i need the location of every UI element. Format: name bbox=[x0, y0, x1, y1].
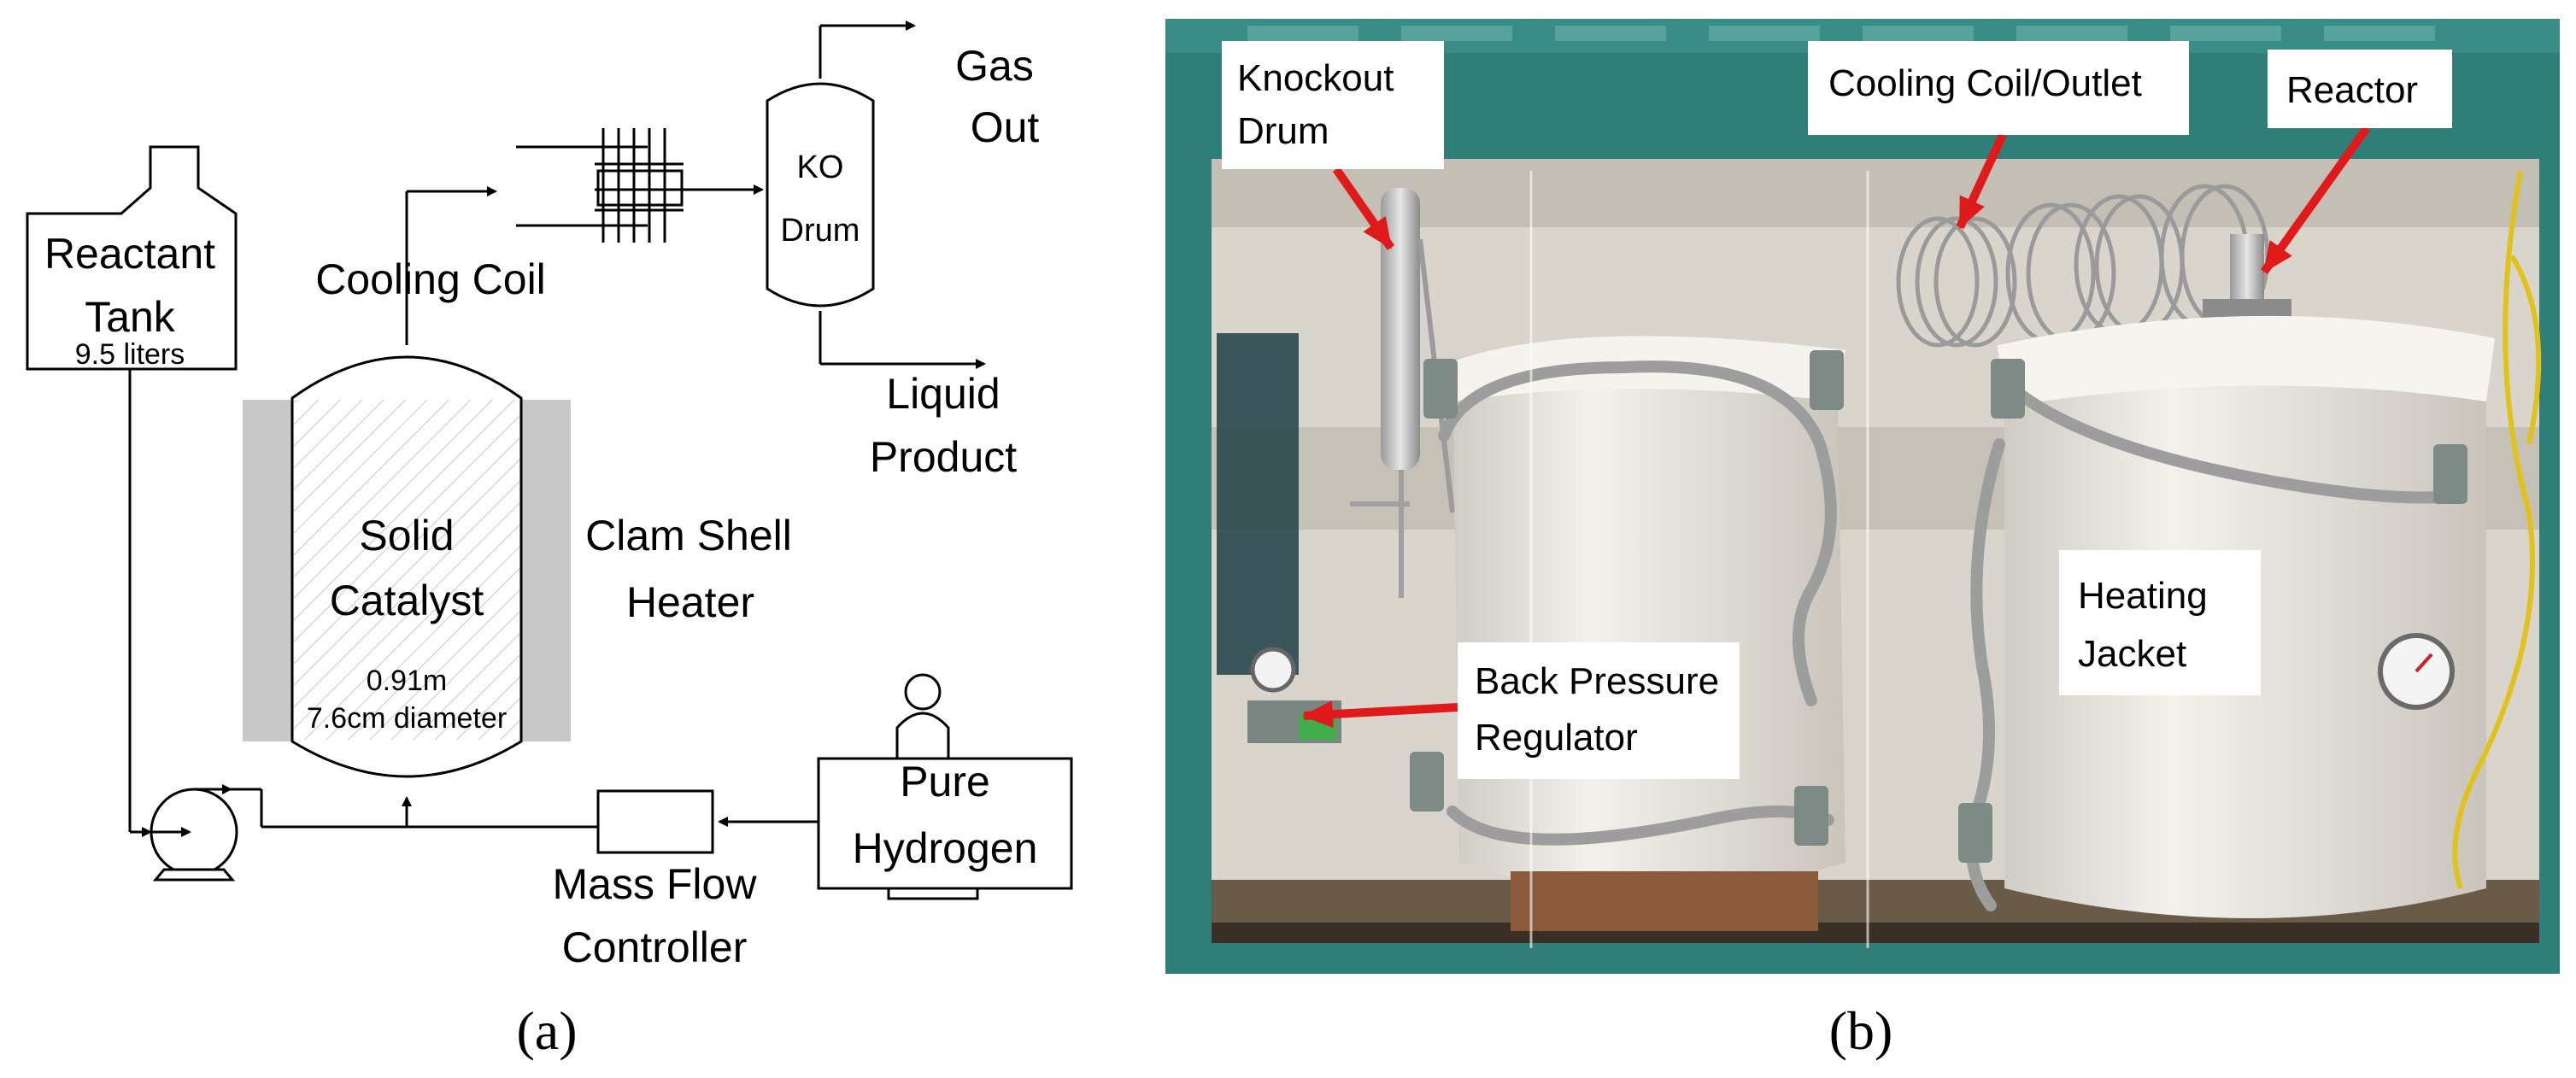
cooling-coil-icon bbox=[516, 128, 684, 243]
liquid-product-label-2: Product bbox=[870, 433, 1017, 481]
knockout-label-2: Drum bbox=[1237, 110, 1329, 152]
reactant-tank-volume: 9.5 liters bbox=[75, 338, 185, 371]
cooling-outlet-label: Cooling Coil/Outlet bbox=[1828, 62, 2142, 104]
reactor-photo-label: Reactor bbox=[2286, 69, 2418, 111]
heater-left-block bbox=[243, 400, 292, 741]
knockout-label-1: Knockout bbox=[1237, 57, 1394, 99]
reactor-label-box bbox=[2268, 50, 2452, 128]
ko-drum-label-1: KO bbox=[797, 149, 844, 185]
heating-jacket-label-2: Jacket bbox=[2078, 633, 2186, 675]
knockout-label-box bbox=[1222, 41, 1444, 169]
back-pressure-arrow bbox=[1302, 700, 1458, 729]
hydrogen-label-1: Pure bbox=[900, 758, 990, 806]
reactant-tank-label-1: Reactant bbox=[44, 230, 215, 278]
heating-jacket-label-box bbox=[2059, 550, 2261, 695]
reactor-diameter: 7.6cm diameter bbox=[307, 702, 507, 735]
reactor-label-1: Solid bbox=[359, 512, 454, 560]
back-pressure-label-2: Regulator bbox=[1475, 717, 1638, 759]
reactant-tank-shape bbox=[26, 145, 238, 371]
heater-right-block bbox=[521, 400, 571, 741]
caption-b: (b) bbox=[1829, 1000, 1893, 1061]
reactor-length: 0.91m bbox=[367, 665, 448, 697]
pump-icon bbox=[145, 784, 238, 882]
cooling-outlet-arrow bbox=[1956, 132, 2007, 230]
left-insulated-vessel bbox=[1446, 336, 1845, 931]
heater-label-2: Heater bbox=[626, 578, 754, 626]
knockout-arrow bbox=[1332, 167, 1395, 250]
back-pressure-label-1: Back Pressure bbox=[1475, 660, 1719, 702]
liquid-product-label-1: Liquid bbox=[886, 370, 1000, 418]
mass-flow-label-2: Controller bbox=[562, 923, 748, 971]
cooling-coil-label: Cooling Coil bbox=[315, 255, 546, 303]
ko-drum-shape bbox=[766, 82, 875, 308]
hydrogen-label-2: Hydrogen bbox=[853, 824, 1038, 872]
caption-a: (a) bbox=[516, 1000, 577, 1061]
ko-drum-label-2: Drum bbox=[781, 213, 860, 249]
gas-out-label-2: Out bbox=[971, 103, 1040, 151]
heater-label-1: Clam Shell bbox=[585, 512, 792, 560]
hydrogen-cylinder-icon bbox=[817, 673, 1073, 900]
gas-out-label-1: Gas bbox=[955, 42, 1034, 90]
panel-b-arrows bbox=[1302, 126, 2371, 729]
panel-a-schematic bbox=[26, 21, 1073, 900]
pressure-gauge-right bbox=[2378, 633, 2455, 710]
mass-flow-controller-box bbox=[596, 789, 714, 854]
reactor-label-2: Catalyst bbox=[330, 577, 484, 624]
knockout-drum bbox=[1381, 188, 1420, 470]
reactor-arrow bbox=[2260, 126, 2371, 274]
panel-a-labels: Reactant Tank 9.5 liters Cooling Coil KO… bbox=[44, 42, 1039, 1061]
heating-jacket-label-1: Heating bbox=[2078, 575, 2208, 617]
back-pressure-label-box bbox=[1458, 642, 1740, 779]
cooling-outlet-label-box bbox=[1808, 41, 2189, 135]
reactant-tank-label-2: Tank bbox=[85, 293, 176, 341]
panel-b-labels: Knockout Drum Cooling Coil/Outlet Reacto… bbox=[1222, 41, 2452, 1061]
panel-b-photo bbox=[1165, 19, 2560, 974]
mass-flow-label-1: Mass Flow bbox=[553, 860, 758, 908]
